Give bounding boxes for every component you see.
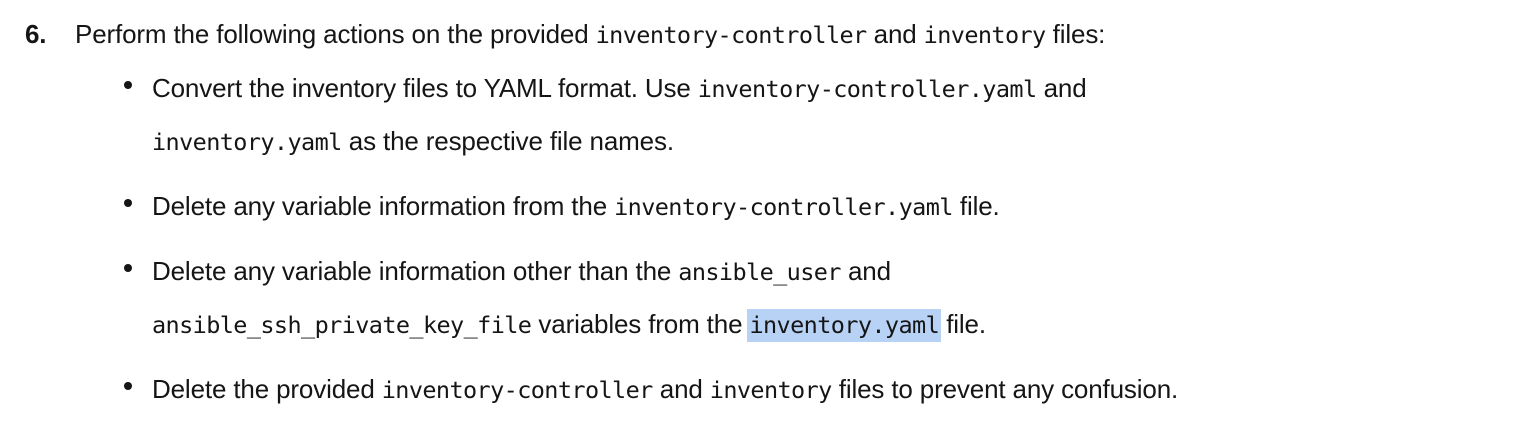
text-segment: Convert the inventory files to YAML form… bbox=[152, 73, 698, 103]
text-segment: and bbox=[840, 256, 891, 286]
text-segment: Delete any variable information other th… bbox=[152, 256, 679, 286]
code-inventory: inventory bbox=[709, 376, 833, 404]
text-segment: files to prevent any confusion. bbox=[831, 374, 1179, 404]
list-item-convert-to-yaml: Convert the inventory files to YAML form… bbox=[0, 62, 1518, 168]
bullet-dot-icon bbox=[124, 199, 132, 207]
code-ansible-ssh-private-key-file: ansible_ssh_private_key_file bbox=[152, 311, 532, 339]
list-item-text: Delete any variable information other th… bbox=[152, 245, 1442, 351]
list-item-line-1: Convert the inventory files to YAML form… bbox=[152, 62, 1442, 115]
text-segment: file. bbox=[939, 309, 986, 339]
ordered-list-item-6: 6. Perform the following actions on the … bbox=[0, 0, 1518, 57]
list-item-line-1: Delete any variable information other th… bbox=[152, 245, 1442, 298]
list-item-text: Convert the inventory files to YAML form… bbox=[152, 62, 1442, 168]
code-inventory-controller: inventory-controller bbox=[595, 21, 868, 49]
code-inventory-yaml-highlighted: inventory.yaml bbox=[749, 309, 940, 342]
bullet-dot-icon bbox=[124, 81, 132, 89]
list-item-line-2: inventory.yaml as the respective file na… bbox=[152, 115, 1442, 168]
list-item-line-2: ansible_ssh_private_key_file variables f… bbox=[152, 298, 1442, 351]
text-segment: as the respective file names. bbox=[341, 126, 674, 156]
code-inventory-yaml: inventory.yaml bbox=[152, 128, 342, 156]
step-row: 6. Perform the following actions on the … bbox=[0, 0, 1518, 57]
list-item-line-1: Delete the provided inventory-controller… bbox=[152, 363, 1442, 416]
step-intro-mid: and bbox=[866, 19, 924, 49]
code-inventory-controller-yaml: inventory-controller.yaml bbox=[614, 193, 953, 221]
list-item-delete-provided-files: Delete the provided inventory-controller… bbox=[0, 363, 1518, 416]
list-item-delete-controller-vars: Delete any variable information from the… bbox=[0, 180, 1518, 233]
code-ansible-user: ansible_user bbox=[678, 258, 841, 286]
list-item-text: Delete the provided inventory-controller… bbox=[152, 363, 1442, 416]
list-item-text: Delete any variable information from the… bbox=[152, 180, 1442, 233]
text-segment: and bbox=[1036, 73, 1087, 103]
step-intro-lead: Perform the following actions on the pro… bbox=[75, 19, 596, 49]
text-segment: Delete any variable information from the bbox=[152, 191, 615, 221]
code-inventory-controller-yaml: inventory-controller.yaml bbox=[697, 75, 1037, 103]
list-item-line-1: Delete any variable information from the… bbox=[152, 180, 1442, 233]
list-item-delete-inventory-vars: Delete any variable information other th… bbox=[0, 245, 1518, 351]
text-segment: file. bbox=[952, 191, 1000, 221]
step-intro-tail: files: bbox=[1045, 19, 1106, 49]
text-segment: and bbox=[652, 374, 710, 404]
text-segment: variables from the bbox=[531, 309, 750, 339]
bullet-dot-icon bbox=[124, 382, 132, 390]
text-segment: Delete the provided bbox=[152, 374, 382, 404]
code-inventory-controller: inventory-controller bbox=[381, 376, 654, 404]
bullet-dot-icon bbox=[124, 264, 132, 272]
code-inventory: inventory bbox=[923, 21, 1047, 49]
list-number-marker: 6. bbox=[25, 19, 47, 49]
step-intro-text: Perform the following actions on the pro… bbox=[75, 19, 1105, 49]
bullet-list: Convert the inventory files to YAML form… bbox=[0, 62, 1518, 428]
